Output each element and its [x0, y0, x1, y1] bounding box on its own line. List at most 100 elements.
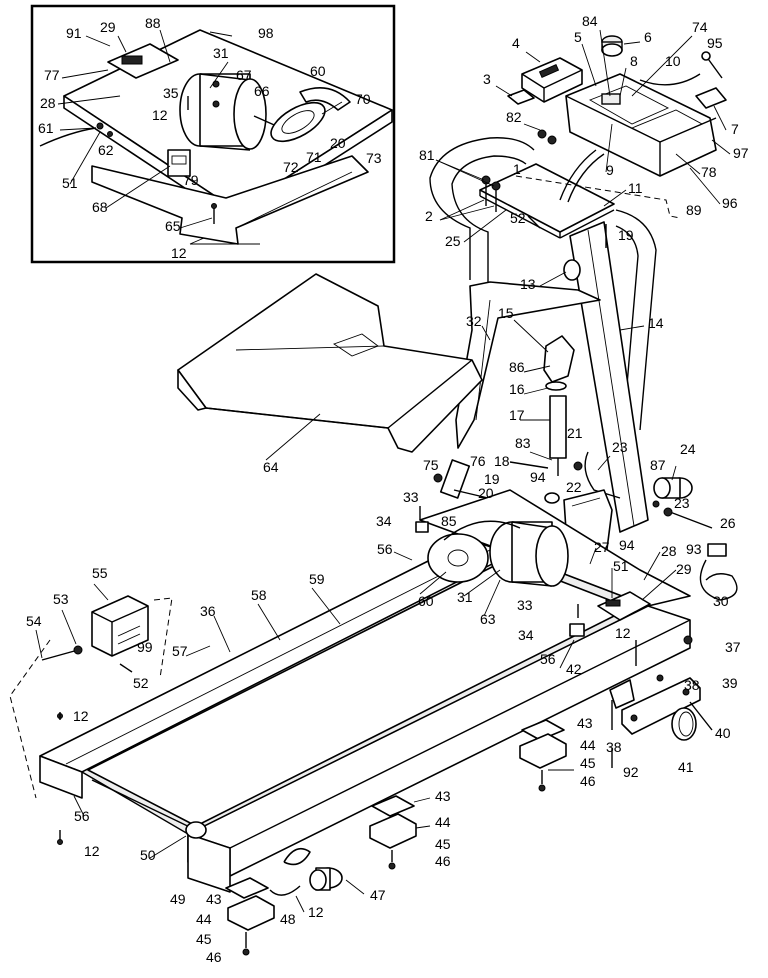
- callout-33: 33: [517, 597, 533, 613]
- callout-12: 12: [308, 904, 324, 920]
- callout-82: 82: [506, 109, 522, 125]
- callout-59: 59: [309, 571, 325, 587]
- callout-79: 79: [183, 172, 199, 188]
- motor-hood: [177, 273, 483, 461]
- callout-10: 10: [665, 53, 681, 69]
- callout-54: 54: [26, 613, 42, 629]
- callout-53: 53: [53, 591, 69, 607]
- motor-detail-inset: [30, 4, 396, 264]
- callout-22: 22: [566, 479, 582, 495]
- callout-61: 61: [38, 120, 54, 136]
- callout-8: 8: [630, 53, 638, 69]
- callout-83: 83: [515, 435, 531, 451]
- leveling-foot-mid: [369, 795, 431, 870]
- callout-44: 44: [435, 814, 451, 830]
- callout-43: 43: [435, 788, 451, 804]
- callout-56: 56: [540, 651, 556, 667]
- callout-6: 6: [644, 29, 652, 45]
- callout-91: 91: [66, 25, 82, 41]
- callout-7: 7: [731, 121, 739, 137]
- callout-56: 56: [377, 541, 393, 557]
- callout-52: 52: [133, 675, 149, 691]
- callout-31: 31: [213, 45, 229, 61]
- callout-30: 30: [713, 593, 729, 609]
- callout-9: 9: [606, 162, 614, 178]
- handlebar-upright: [429, 137, 681, 533]
- callout-51: 51: [613, 558, 629, 574]
- callout-45: 45: [435, 836, 451, 852]
- callout-62: 62: [98, 142, 114, 158]
- callout-71: 71: [306, 149, 322, 165]
- callout-20: 20: [478, 485, 494, 501]
- callout-58: 58: [251, 587, 267, 603]
- callout-23: 23: [612, 439, 628, 455]
- callout-25: 25: [445, 233, 461, 249]
- callout-43: 43: [206, 891, 222, 907]
- callout-75: 75: [423, 457, 439, 473]
- callout-1: 1: [513, 161, 521, 177]
- callout-84: 84: [582, 13, 598, 29]
- callout-35: 35: [163, 85, 179, 101]
- callout-57: 57: [172, 643, 188, 659]
- side-cover: [9, 583, 173, 799]
- callout-28: 28: [40, 95, 56, 111]
- callout-74: 74: [692, 19, 708, 35]
- callout-32: 32: [466, 313, 482, 329]
- callout-99: 99: [137, 639, 153, 655]
- callout-88: 88: [145, 15, 161, 31]
- callout-40: 40: [715, 725, 731, 741]
- callout-52: 52: [510, 210, 526, 226]
- callout-29: 29: [676, 561, 692, 577]
- callout-37: 37: [725, 639, 741, 655]
- callout-18: 18: [494, 453, 510, 469]
- callout-86: 86: [509, 359, 525, 375]
- callout-87: 87: [650, 457, 666, 473]
- callout-67: 67: [236, 67, 252, 83]
- callout-60: 60: [310, 63, 326, 79]
- callout-36: 36: [200, 603, 216, 619]
- callout-45: 45: [196, 931, 212, 947]
- callout-12: 12: [615, 625, 631, 641]
- callout-13: 13: [520, 276, 536, 292]
- callout-66: 66: [254, 83, 270, 99]
- callout-56: 56: [74, 808, 90, 824]
- callout-48: 48: [280, 911, 296, 927]
- console-assembly: [495, 29, 731, 205]
- callout-96: 96: [722, 195, 738, 211]
- leveling-foot-rear: [225, 877, 275, 956]
- callout-34: 34: [376, 513, 392, 529]
- callout-92: 92: [623, 764, 639, 780]
- callout-94: 94: [619, 537, 635, 553]
- callout-42: 42: [566, 661, 582, 677]
- callout-16: 16: [509, 381, 525, 397]
- callout-73: 73: [366, 150, 382, 166]
- callout-64: 64: [263, 459, 279, 475]
- callout-12: 12: [73, 708, 89, 724]
- callout-29: 29: [100, 19, 116, 35]
- callout-70: 70: [355, 91, 371, 107]
- callout-98: 98: [258, 25, 274, 41]
- callout-2: 2: [425, 208, 433, 224]
- callout-14: 14: [648, 315, 664, 331]
- callout-72: 72: [283, 159, 299, 175]
- callout-26: 26: [720, 515, 736, 531]
- callout-24: 24: [680, 441, 696, 457]
- callout-81: 81: [419, 147, 435, 163]
- callout-38: 38: [606, 739, 622, 755]
- callout-15: 15: [498, 305, 514, 321]
- callout-60: 60: [418, 593, 434, 609]
- callout-51: 51: [62, 175, 78, 191]
- callout-50: 50: [140, 847, 156, 863]
- callout-85: 85: [441, 513, 457, 529]
- callout-46: 46: [206, 949, 222, 965]
- callout-49: 49: [170, 891, 186, 907]
- callout-47: 47: [370, 887, 386, 903]
- callout-17: 17: [509, 407, 525, 423]
- callout-68: 68: [92, 199, 108, 215]
- callout-39: 39: [722, 675, 738, 691]
- treadmill-frame: [39, 489, 738, 893]
- callout-21: 21: [567, 425, 583, 441]
- callout-43: 43: [577, 715, 593, 731]
